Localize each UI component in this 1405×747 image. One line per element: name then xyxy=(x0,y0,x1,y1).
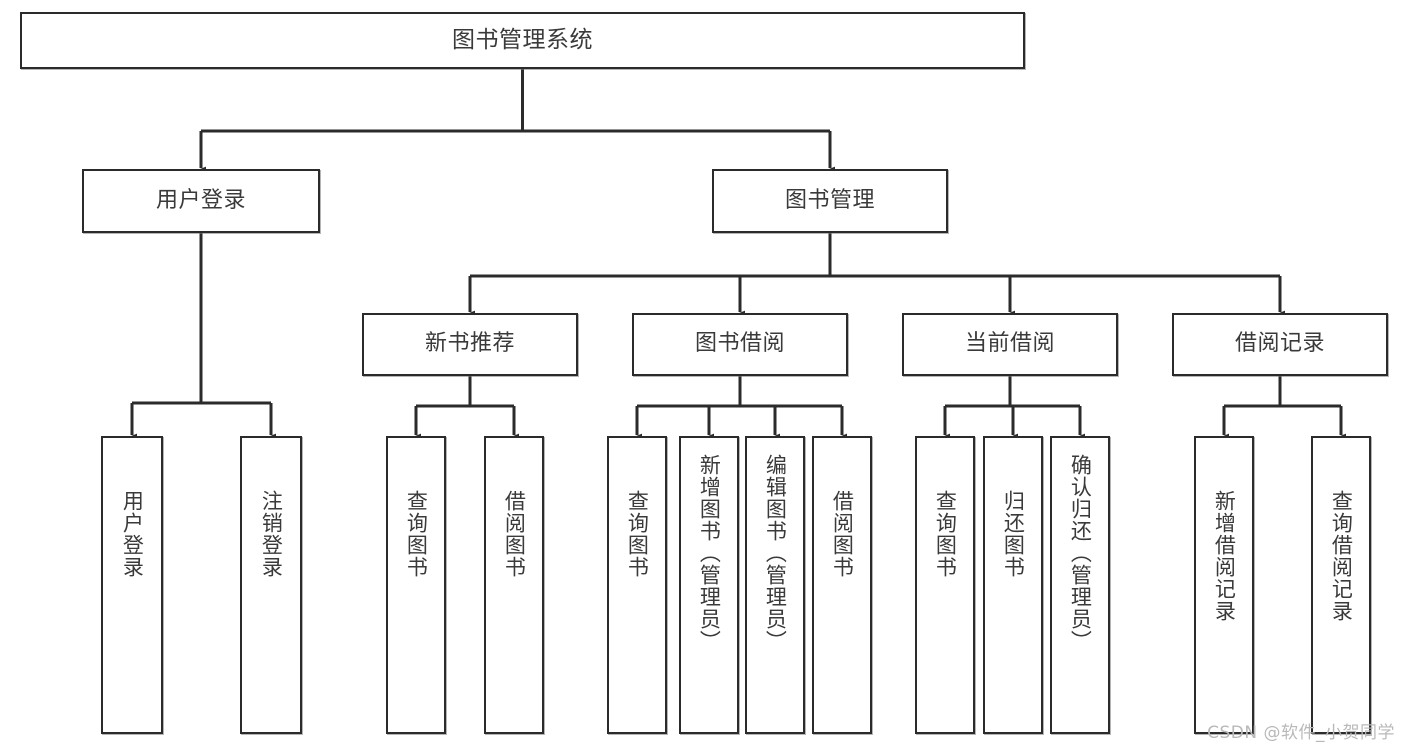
node-leaf-logout: 注销登录 xyxy=(240,436,302,734)
node-label: 用户登录 xyxy=(120,490,145,578)
node-label: 查询借阅记录 xyxy=(1329,490,1354,622)
node-leaf-add-book: 新增图书（管理员） xyxy=(679,436,739,734)
node-leaf-add-borrow-record: 新增借阅记录 xyxy=(1194,436,1254,734)
node-label: 借阅记录 xyxy=(1234,331,1325,357)
node-l3-book-borrow: 图书借阅 xyxy=(632,313,848,376)
node-label: 确认归还（管理员） xyxy=(1068,454,1093,652)
node-label: 查询图书 xyxy=(404,490,429,578)
node-label: 图书管理系统 xyxy=(452,26,593,53)
node-label: 查询图书 xyxy=(933,490,958,578)
node-leaf-borrow-book: 借阅图书 xyxy=(812,436,872,734)
node-leaf-query-book-borrow: 查询图书 xyxy=(607,436,667,734)
conn-currentborrow-to-leaves xyxy=(939,376,1086,443)
conn-newbookrec-to-leaves xyxy=(410,376,520,443)
node-label: 借阅图书 xyxy=(502,490,527,578)
node-label: 图书借阅 xyxy=(694,331,785,357)
conn-root-to-level2 xyxy=(195,69,836,176)
node-root: 图书管理系统 xyxy=(20,12,1025,69)
node-label: 编辑图书（管理员） xyxy=(763,454,788,652)
node-label: 当前借阅 xyxy=(964,331,1055,357)
node-leaf-return-book: 归还图书 xyxy=(983,436,1043,734)
node-label: 图书管理 xyxy=(784,187,875,213)
node-leaf-user-login: 用户登录 xyxy=(101,436,163,734)
node-leaf-query-borrow-record: 查询借阅记录 xyxy=(1311,436,1371,734)
node-label: 新增图书（管理员） xyxy=(697,454,722,652)
conn-bookborrow-to-leaves xyxy=(631,376,848,443)
conn-borrowrecord-to-leaves xyxy=(1218,376,1347,443)
node-label: 借阅图书 xyxy=(830,490,855,578)
node-label: 查询图书 xyxy=(625,490,650,578)
watermark: CSDN @软件_小贺同学 xyxy=(1207,723,1395,743)
node-label: 注销登录 xyxy=(259,490,284,578)
node-l3-borrow-record: 借阅记录 xyxy=(1172,313,1388,376)
node-leaf-query-book-cur: 查询图书 xyxy=(915,436,975,734)
node-l2-user-login: 用户登录 xyxy=(82,169,320,233)
node-l3-new-book-rec: 新书推荐 xyxy=(362,313,578,376)
node-leaf-confirm-return: 确认归还（管理员） xyxy=(1050,436,1110,734)
node-label: 新书推荐 xyxy=(424,331,515,357)
conn-userlogin-to-leaves xyxy=(126,233,277,443)
node-leaf-query-book-rec: 查询图书 xyxy=(386,436,446,734)
node-label: 新增借阅记录 xyxy=(1212,490,1237,622)
node-l3-current-borrow: 当前借阅 xyxy=(902,313,1118,376)
node-leaf-borrow-book-rec: 借阅图书 xyxy=(484,436,544,734)
node-leaf-edit-book: 编辑图书（管理员） xyxy=(745,436,805,734)
conn-bookmgmt-to-level3 xyxy=(464,233,1286,320)
node-label: 用户登录 xyxy=(155,187,246,213)
node-l2-book-mgmt: 图书管理 xyxy=(712,169,948,233)
node-label: 归还图书 xyxy=(1001,490,1026,578)
